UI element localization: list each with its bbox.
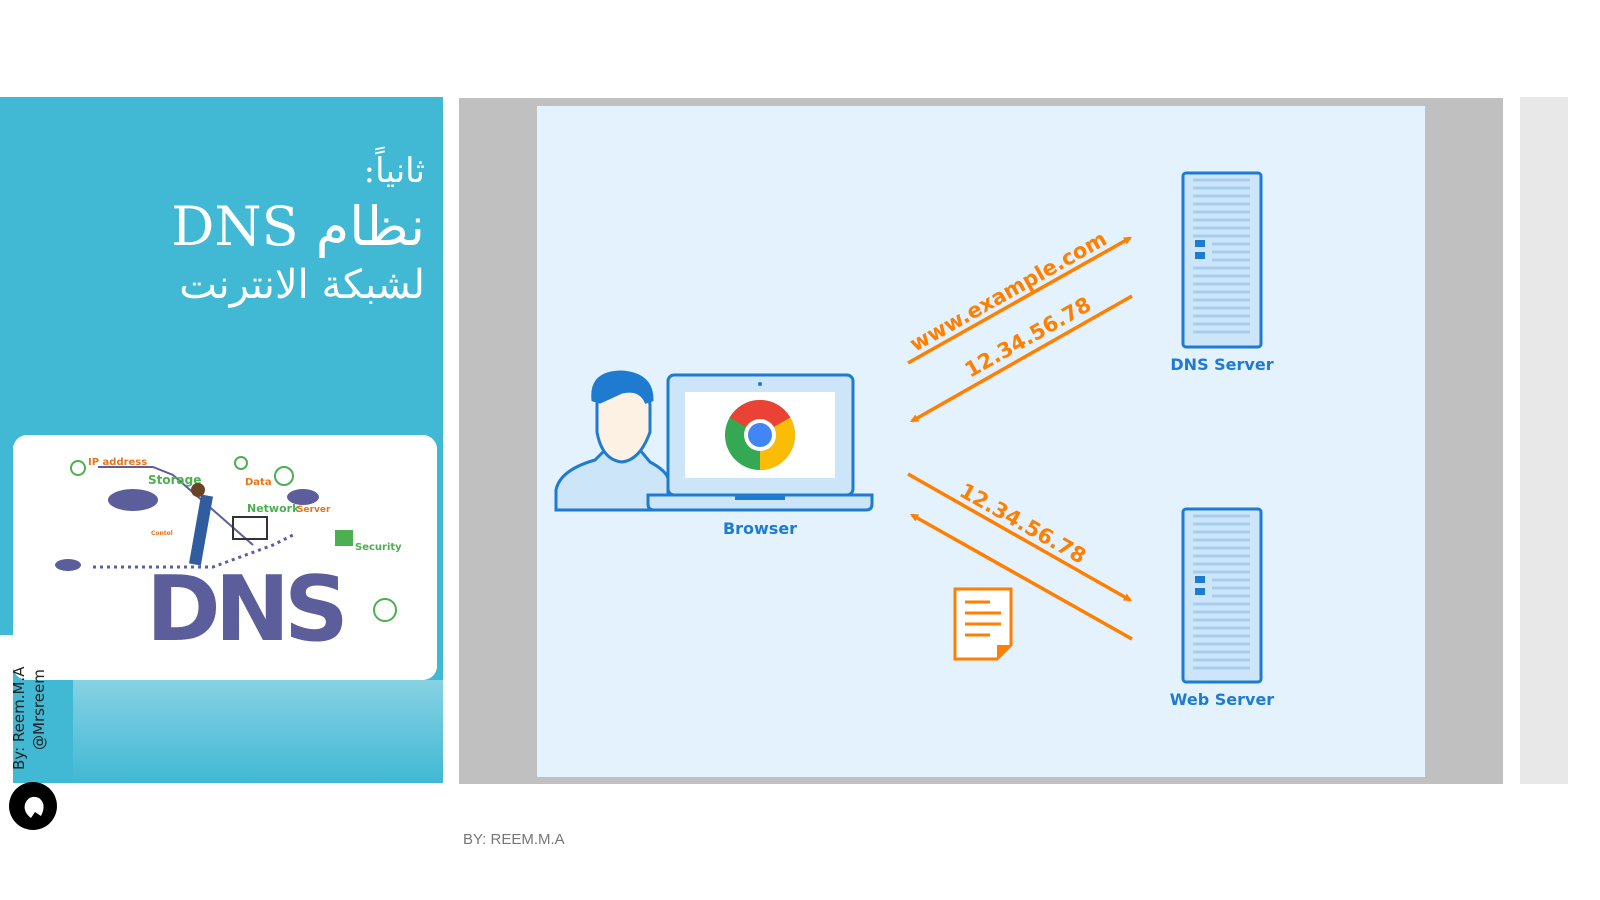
label-network: Network	[247, 502, 300, 515]
user-icon	[554, 370, 670, 512]
title-line-2: نظام DNS	[171, 194, 425, 258]
label-dns: DNS	[146, 557, 343, 662]
browser-label: Browser	[723, 519, 797, 538]
web-request-arrow	[907, 472, 1130, 602]
dns-server-label: DNS Server	[1170, 355, 1273, 374]
web-request-label: 12.34.56.78	[956, 478, 1090, 568]
label-ip-address: IP address	[88, 457, 147, 468]
web-server-icon	[1181, 507, 1263, 684]
footer-credit: BY: REEM.M.A	[463, 831, 565, 848]
slide-title: ثانياً: نظام DNS لشبكة الانترنت	[125, 150, 425, 310]
label-control: Contol	[151, 530, 173, 537]
label-data: Data	[245, 477, 272, 488]
dns-illustration: IP address Storage Data Network Server C…	[13, 435, 437, 680]
white-strip	[0, 635, 13, 785]
document-icon	[953, 587, 1013, 661]
dns-reply-arrow	[912, 294, 1133, 423]
web-server-label: Web Server	[1170, 690, 1275, 709]
dns-server-icon	[1181, 171, 1263, 349]
web-response-arrow	[912, 513, 1133, 641]
image-reflection	[73, 680, 443, 783]
title-line-1: ثانياً:	[363, 151, 425, 191]
next-slide-edge	[1520, 97, 1568, 784]
label-storage: Storage	[148, 473, 201, 487]
dns-query-arrow	[907, 236, 1130, 365]
title-line-3: لشبكة الانترنت	[179, 262, 425, 308]
chrome-icon	[725, 400, 795, 470]
label-server: Server	[297, 505, 331, 515]
author-logo-icon	[9, 782, 57, 830]
label-security: Security	[355, 542, 402, 553]
